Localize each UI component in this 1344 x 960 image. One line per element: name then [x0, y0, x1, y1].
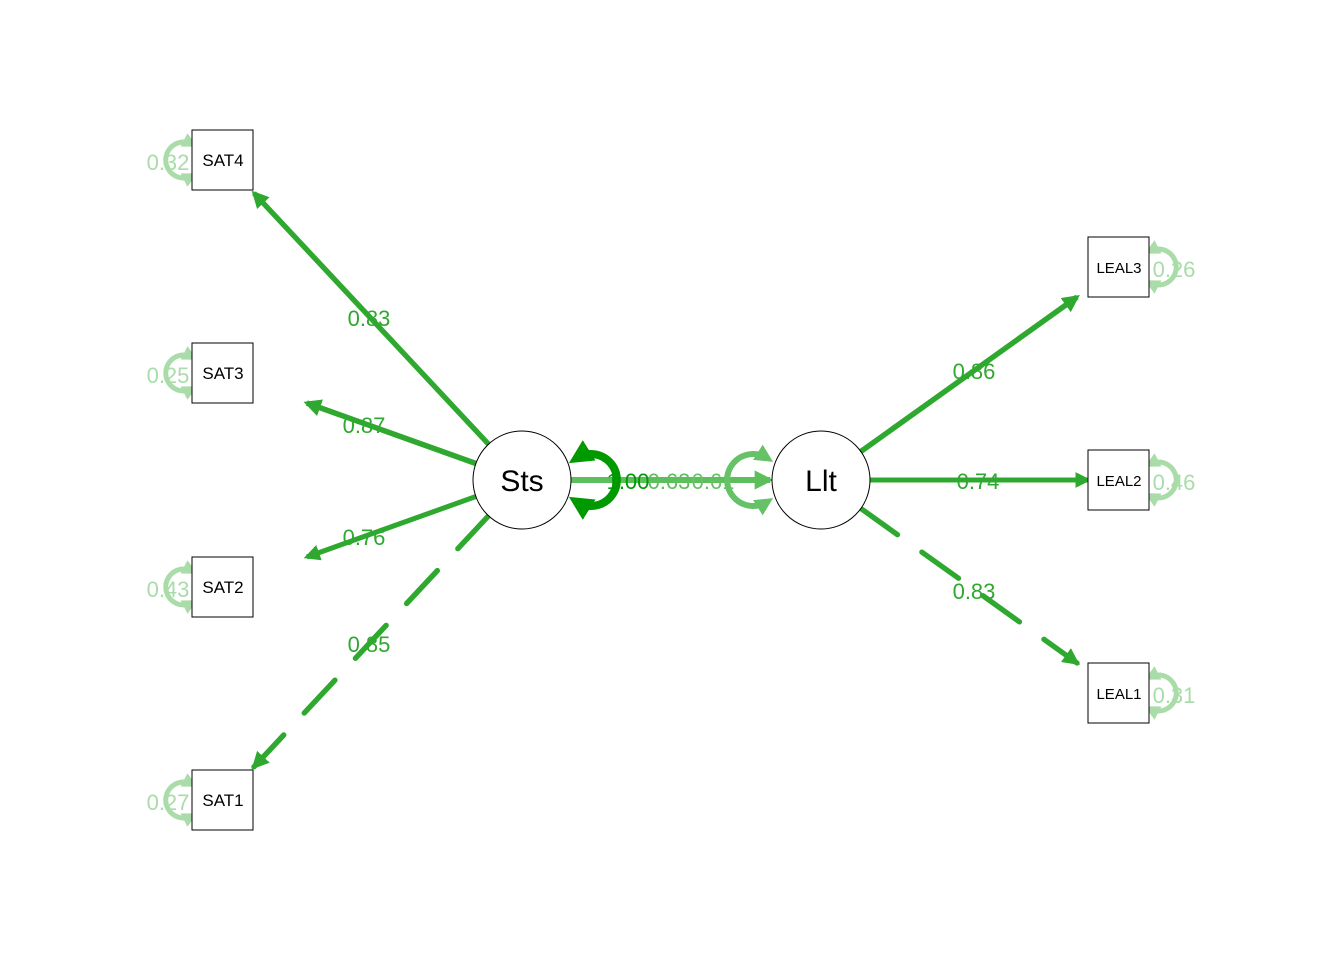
- residual-loop-sat3: [163, 346, 198, 400]
- residual-loop-leal2: [1144, 453, 1179, 507]
- loading-edge-sat1: [251, 513, 492, 770]
- residual-loop-sat4: [163, 133, 198, 187]
- latent-node-sts: [472, 430, 572, 530]
- variance-loop-sts: [568, 440, 621, 520]
- indicator-name-sat2: SAT2: [202, 578, 243, 597]
- residual-loop-leal3: [1144, 240, 1179, 294]
- indicator-name-sat1: SAT1: [202, 791, 243, 810]
- loading-edge-leal3: [859, 294, 1080, 454]
- indicator-node-sat1: [191, 769, 254, 831]
- residual-label-sat4: 0.32: [147, 150, 190, 175]
- residual-loop-sat2: [163, 560, 198, 614]
- indicator-node-sat2: [191, 556, 254, 618]
- residual-label-leal1: 0.31: [1153, 683, 1196, 708]
- indicator-node-leal1: [1087, 662, 1150, 724]
- indicator-name-sat4: SAT4: [202, 151, 243, 170]
- latent-name-sts: Sts: [500, 465, 543, 498]
- loading-label-sat3: 0.87: [343, 413, 386, 438]
- indicator-node-sat4: [191, 129, 254, 191]
- residual-label-sat2: 0.43: [147, 577, 190, 602]
- latent-node-llt: [771, 430, 871, 530]
- indicator-name-leal2: LEAL2: [1096, 473, 1141, 490]
- loading-label-leal1: 0.83: [953, 579, 996, 604]
- residual-loop-leal1: [1144, 666, 1179, 720]
- residual-label-sat3: 0.25: [147, 363, 190, 388]
- loading-label-sat1: 0.85: [348, 632, 391, 657]
- residual-label-sat1: 0.27: [147, 790, 190, 815]
- indicator-node-sat3: [191, 342, 254, 404]
- latent-name-llt: Llt: [805, 465, 837, 498]
- edges-layer: [163, 133, 1179, 827]
- variance-label-sts: 1.00: [607, 469, 650, 494]
- loading-label-sat4: 0.83: [348, 306, 391, 331]
- loading-label-leal2: 0.74: [957, 469, 1000, 494]
- indicator-name-leal3: LEAL3: [1096, 260, 1141, 277]
- variance-loop-llt: [724, 444, 774, 516]
- loading-label-sat2: 0.76: [343, 525, 386, 550]
- residual-label-leal2: 0.46: [1153, 470, 1196, 495]
- variance-label-llt: 0.61: [692, 469, 735, 494]
- residual-loop-sat1: [163, 773, 198, 827]
- loading-label-leal3: 0.86: [953, 359, 996, 384]
- residual-label-leal3: 0.26: [1153, 257, 1196, 282]
- labels-layer: 0.83 0.32 0.87 0.25 0.76 0.43 0.85 0.27 0.86 0.26…: [147, 150, 1196, 815]
- indicator-node-leal2: [1087, 449, 1150, 511]
- loading-edge-sat2: [303, 494, 477, 561]
- loading-edge-sat3: [303, 399, 477, 467]
- loading-edge-leal1: [858, 505, 1080, 666]
- indicator-node-leal3: [1087, 236, 1150, 298]
- loading-edge-sat4: [251, 190, 491, 447]
- indicator-name-leal1: LEAL1: [1096, 686, 1141, 703]
- indicator-name-sat3: SAT3: [202, 364, 243, 383]
- structural-label: 0.63: [648, 469, 691, 494]
